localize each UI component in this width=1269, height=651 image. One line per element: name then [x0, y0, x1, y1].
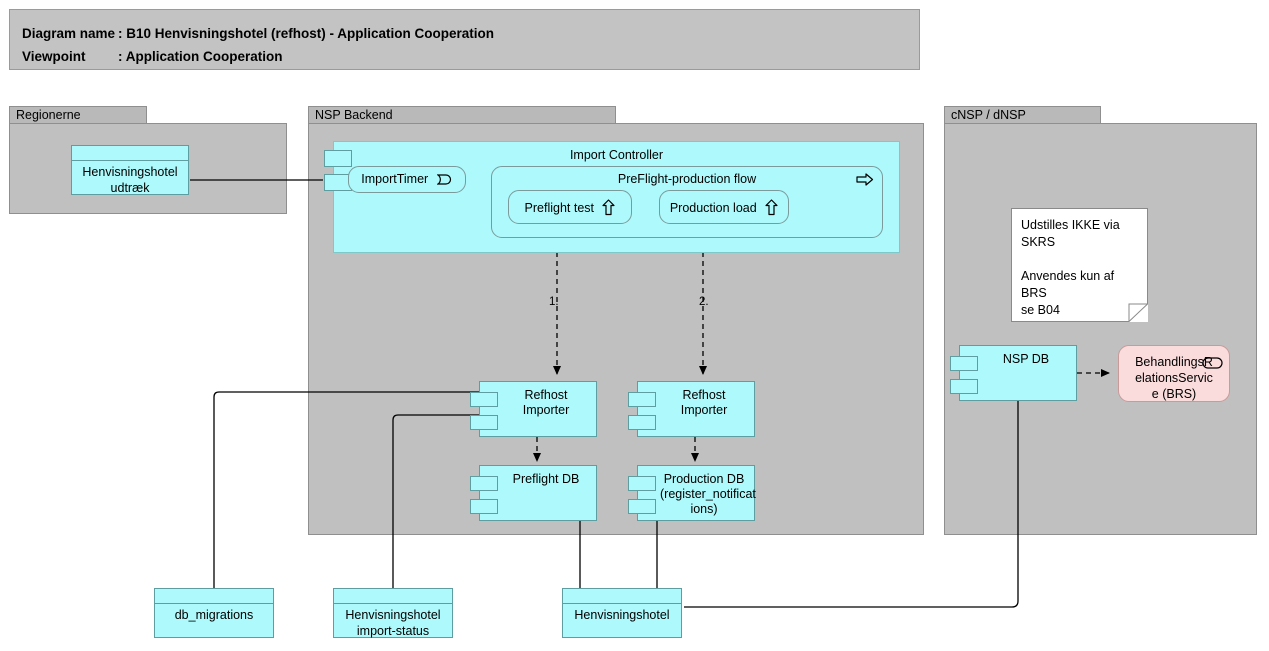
node-henvisningshotel-udtraek[interactable]: Henvisningshotel udtræk — [71, 145, 189, 195]
node-production-load-label: Production load — [669, 200, 757, 215]
node-henvisningshotel-import-status[interactable]: Henvisningshotel import-status — [333, 588, 453, 638]
node-preflight-production-flow-label: PreFlight-production flow — [617, 172, 757, 186]
application-process-up-icon — [765, 199, 778, 216]
node-preflight-test-label: Preflight test — [524, 200, 594, 215]
node-preflight-test[interactable]: Preflight test — [508, 190, 632, 224]
node-header-strip — [72, 146, 188, 161]
group-cnsp-dnsp-label: cNSP / dNSP — [944, 106, 1101, 124]
node-henvisningshotel-import-status-label: Henvisningshotel import-status — [345, 608, 441, 638]
application-process-up-icon — [602, 199, 616, 216]
node-note-skrs-text: Udstilles IKKE via SKRS Anvendes kun af … — [1021, 218, 1120, 317]
node-brs-service-label: BehandlingsR elationsServic e (BRS) — [1135, 355, 1213, 401]
node-refhost-importer-2[interactable]: Refhost Importer — [628, 381, 755, 437]
node-henvisningshotel-label: Henvisningshotel — [574, 608, 670, 622]
component-tab-upper-icon — [950, 356, 978, 371]
component-tab-upper-icon — [628, 476, 656, 491]
application-process-icon — [856, 173, 874, 186]
node-import-timer[interactable]: ImportTimer — [348, 166, 466, 193]
group-cnsp-dnsp-body — [944, 123, 1257, 535]
node-nsp-db-label: NSP DB — [1002, 352, 1050, 366]
node-header-strip — [155, 589, 273, 604]
component-tab-upper-icon — [470, 476, 498, 491]
diagram-name-key: Diagram name — [22, 26, 116, 41]
node-brs-service[interactable]: BehandlingsR elationsServic e (BRS) — [1118, 345, 1230, 402]
component-tab-lower-icon — [628, 415, 656, 430]
application-event-icon — [435, 174, 451, 185]
component-tab-lower-icon — [470, 499, 498, 514]
node-import-timer-label: ImportTimer — [361, 172, 429, 187]
node-refhost-importer-1-label: Refhost Importer — [522, 388, 570, 417]
note-shape-icon — [1011, 208, 1148, 322]
node-nsp-db[interactable]: NSP DB — [950, 345, 1077, 401]
node-refhost-importer-2-label: Refhost Importer — [680, 388, 728, 417]
node-preflight-db[interactable]: Preflight DB — [470, 465, 597, 521]
node-henvisningshotel-udtraek-label: Henvisningshotel udtræk — [82, 165, 178, 195]
diagram-title-box: Diagram name: B10 Henvisningshotel (refh… — [9, 9, 920, 70]
node-note-skrs: Udstilles IKKE via SKRS Anvendes kun af … — [1011, 208, 1148, 322]
node-production-db[interactable]: Production DB (register_notificat ions) — [628, 465, 756, 521]
viewpoint-line: Viewpoint : Application Cooperation — [22, 49, 283, 64]
diagram-name-line: Diagram name: B10 Henvisningshotel (refh… — [22, 26, 494, 41]
application-service-icon — [1202, 357, 1223, 369]
node-henvisningshotel[interactable]: Henvisningshotel — [562, 588, 682, 638]
node-db-migrations-label: db_migrations — [174, 608, 254, 622]
node-header-strip — [563, 589, 681, 604]
node-db-migrations[interactable]: db_migrations — [154, 588, 274, 638]
component-tab-upper-icon — [324, 150, 352, 167]
edge-label-1: 1. — [549, 296, 559, 308]
viewpoint-value: : Application Cooperation — [118, 49, 283, 64]
component-tab-lower-icon — [470, 415, 498, 430]
component-tab-upper-icon — [628, 392, 656, 407]
node-import-controller-label: Import Controller — [569, 148, 664, 162]
node-production-load[interactable]: Production load — [659, 190, 789, 224]
edge-label-2: 2. — [699, 296, 709, 308]
component-tab-lower-icon — [628, 499, 656, 514]
viewpoint-key: Viewpoint — [22, 49, 86, 64]
node-production-db-label: Production DB (register_notificat ions) — [660, 472, 756, 516]
node-refhost-importer-1[interactable]: Refhost Importer — [470, 381, 597, 437]
component-tab-upper-icon — [470, 392, 498, 407]
node-preflight-db-label: Preflight DB — [512, 472, 580, 486]
node-header-strip — [334, 589, 452, 604]
diagram-name-value: : B10 Henvisningshotel (refhost) - Appli… — [118, 26, 495, 41]
group-nsp-backend-label: NSP Backend — [308, 106, 616, 124]
component-tab-lower-icon — [950, 379, 978, 394]
group-regionerne-label: Regionerne — [9, 106, 147, 124]
